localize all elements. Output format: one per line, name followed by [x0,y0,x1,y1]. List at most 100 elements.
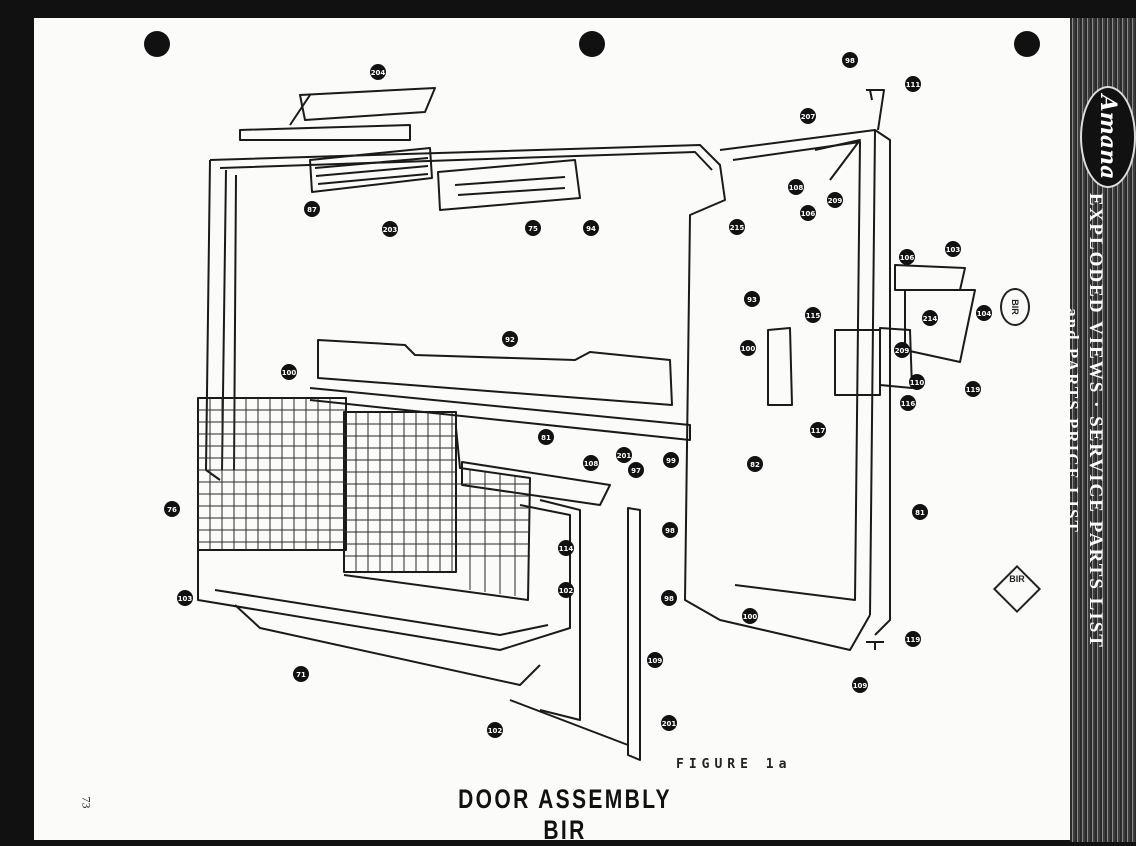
svg-text:92: 92 [505,336,515,344]
callout-bubble: 94 [583,220,599,236]
svg-text:99: 99 [666,457,676,465]
callout-bubble: 100 [281,364,297,380]
svg-text:104: 104 [977,310,992,318]
svg-text:114: 114 [559,545,574,553]
svg-text:100: 100 [282,369,297,377]
callout-bubble: 102 [487,722,503,738]
model-badge-diamond-text: BIR [1009,574,1025,584]
svg-text:97: 97 [631,467,641,475]
callouts: 204 111 207 108 106 209 106 103 104 214 … [164,52,992,738]
svg-text:81: 81 [541,434,551,442]
callout-bubble: 106 [800,205,816,221]
callout-bubble: 214 [922,310,938,326]
svg-text:109: 109 [853,682,868,690]
callout-bubble: 104 [976,305,992,321]
page-number: 73 [79,796,94,809]
svg-text:109: 109 [648,657,663,665]
callout-bubble: 82 [747,456,763,472]
svg-text:71: 71 [296,671,306,679]
callout-bubble: 98 [661,590,677,606]
svg-text:103: 103 [946,246,961,254]
callout-bubble: 109 [852,677,868,693]
svg-text:111: 111 [906,81,921,89]
callout-bubble: 81 [912,504,928,520]
svg-text:94: 94 [586,225,596,233]
svg-text:100: 100 [741,345,756,353]
svg-text:204: 204 [371,69,386,77]
svg-text:98: 98 [845,57,855,65]
callout-bubble: 75 [525,220,541,236]
callout-bubble: 119 [965,381,981,397]
callout-bubble: 99 [663,452,679,468]
callout-bubble: 100 [740,340,756,356]
callout-bubble: 92 [502,331,518,347]
svg-text:209: 209 [828,197,843,205]
callout-bubble: 209 [894,342,910,358]
svg-text:209: 209 [895,347,910,355]
callout-bubble: 109 [647,652,663,668]
callout-bubble: 93 [744,291,760,307]
callout-bubble: 209 [827,192,843,208]
callout-bubble: 203 [382,221,398,237]
callout-bubble: 87 [304,201,320,217]
brand-logo: Amana [1080,86,1136,188]
svg-text:201: 201 [617,452,632,460]
grille-mesh [198,398,530,596]
punch-hole [144,31,170,57]
callout-bubble: 71 [293,666,309,682]
callout-bubble: 111 [905,76,921,92]
svg-text:82: 82 [750,461,760,469]
callout-bubble: 108 [583,455,599,471]
figure-caption: FIGURE 1a [676,757,792,772]
svg-text:108: 108 [789,184,804,192]
callout-bubble: 119 [905,631,921,647]
callout-bubble: 215 [729,219,745,235]
side-panel: EXPLODED VIEWS · SERVICE PARTS LIST and … [1057,31,1107,811]
callout-bubble: 102 [558,582,574,598]
callout-bubble: 81 [538,429,554,445]
svg-text:207: 207 [801,113,816,121]
callout-bubble: 117 [810,422,826,438]
svg-text:116: 116 [901,400,916,408]
callout-bubble: 98 [662,522,678,538]
callout-bubble: 204 [370,64,386,80]
callout-bubble: 115 [805,307,821,323]
svg-text:87: 87 [307,206,317,214]
svg-text:100: 100 [743,613,758,621]
svg-text:102: 102 [559,587,574,595]
callout-bubble: 108 [788,179,804,195]
callout-bubble: 103 [177,590,193,606]
svg-text:102: 102 [488,727,503,735]
door-frame-lines [197,87,976,761]
punch-hole [1014,31,1040,57]
svg-text:98: 98 [665,527,675,535]
callout-bubble: 103 [945,241,961,257]
callout-bubble: 114 [558,540,574,556]
svg-text:203: 203 [383,226,398,234]
callout-bubble: 110 [909,374,925,390]
svg-text:103: 103 [178,595,193,603]
svg-text:214: 214 [923,315,938,323]
svg-text:98: 98 [664,595,674,603]
callout-bubble: 201 [661,715,677,731]
svg-text:110: 110 [910,379,925,387]
callout-bubble: 116 [900,395,916,411]
punch-hole [579,31,605,57]
svg-text:81: 81 [915,509,925,517]
svg-text:75: 75 [528,225,538,233]
callout-bubble: 201 [616,447,632,463]
svg-text:117: 117 [811,427,826,435]
callout-bubble: 100 [742,608,758,624]
page-title: DOOR ASSEMBLY BIR [458,784,672,845]
svg-text:108: 108 [584,460,599,468]
svg-text:106: 106 [900,254,915,262]
model-badge-circle-text: BIR [1010,299,1020,315]
svg-text:115: 115 [806,312,821,320]
svg-text:93: 93 [747,296,757,304]
callout-bubble: 97 [628,462,644,478]
callout-bubble: 76 [164,501,180,517]
callout-bubble: 207 [800,108,816,124]
svg-text:215: 215 [730,224,745,232]
callout-bubble: 98 [842,52,858,68]
